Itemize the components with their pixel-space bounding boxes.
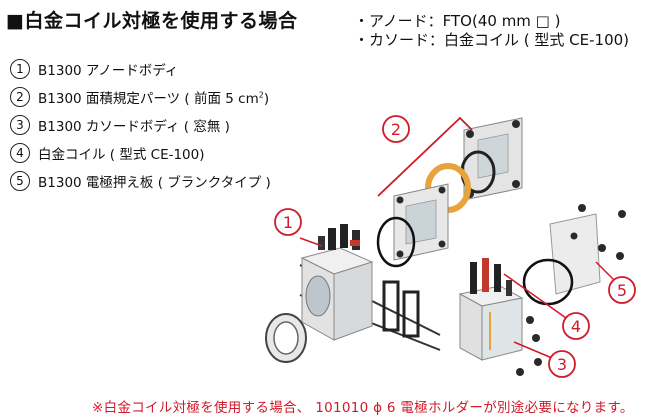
part-label-2-pre: B1300 面積規定パーツ ( 前面 5 cm (38, 91, 259, 107)
part-number-5: 5 (10, 171, 30, 191)
part-number-3: 3 (10, 115, 30, 135)
part-item-3: 3 B1300 カソードボディ ( 窓無 ) (10, 111, 271, 139)
callout-1: 1 (283, 213, 293, 232)
part-label-2-post: ) (263, 91, 270, 107)
callouts: 1 2 3 4 5 (274, 115, 636, 378)
part-label-2-sup: 2 (258, 90, 264, 100)
part-item-2: 2 B1300 面積規定パーツ ( 前面 5 cm2) (10, 83, 271, 111)
callout-3: 3 (557, 355, 567, 374)
part-item-1: 1 B1300 アノードボディ (10, 55, 271, 83)
callout-2: 2 (391, 120, 401, 139)
anode-spec: ・アノード：FTO(40 mm □ ) (354, 12, 561, 30)
part-number-4: 4 (10, 143, 30, 163)
parts-list: 1 B1300 アノードボディ 2 B1300 面積規定パーツ ( 前面 5 c… (10, 55, 271, 195)
part-label-3: B1300 カソードボディ ( 窓無 ) (38, 119, 230, 135)
cathode-body (458, 258, 542, 376)
footnote: ※白金コイル対極を使用する場合、 101010 ϕ 6 電極ホルダーが別途必要に… (92, 400, 634, 416)
part-item-4: 4 白金コイル ( 型式 CE-100) (10, 139, 271, 167)
page-title: ■白金コイル対極を使用する場合 (6, 10, 298, 32)
part-number-2: 2 (10, 87, 30, 107)
anode-body (265, 224, 441, 363)
callout-4: 4 (571, 317, 581, 336)
part-item-5: 5 B1300 電極押え板 ( ブランクタイプ ) (10, 167, 271, 195)
part-number-1: 1 (10, 59, 30, 79)
part-label-1: B1300 アノードボディ (38, 63, 179, 79)
part-label-5: B1300 電極押え板 ( ブランクタイプ ) (38, 175, 271, 191)
area-defining-parts (376, 116, 523, 268)
electrode-holder-plate (522, 204, 626, 306)
callout-5: 5 (617, 281, 627, 300)
cathode-spec: ・カソード：白金コイル ( 型式 CE-100) (354, 31, 630, 49)
part-label-2: B1300 面積規定パーツ ( 前面 5 cm2) (38, 87, 270, 108)
part-label-4: 白金コイル ( 型式 CE-100) (38, 147, 205, 163)
